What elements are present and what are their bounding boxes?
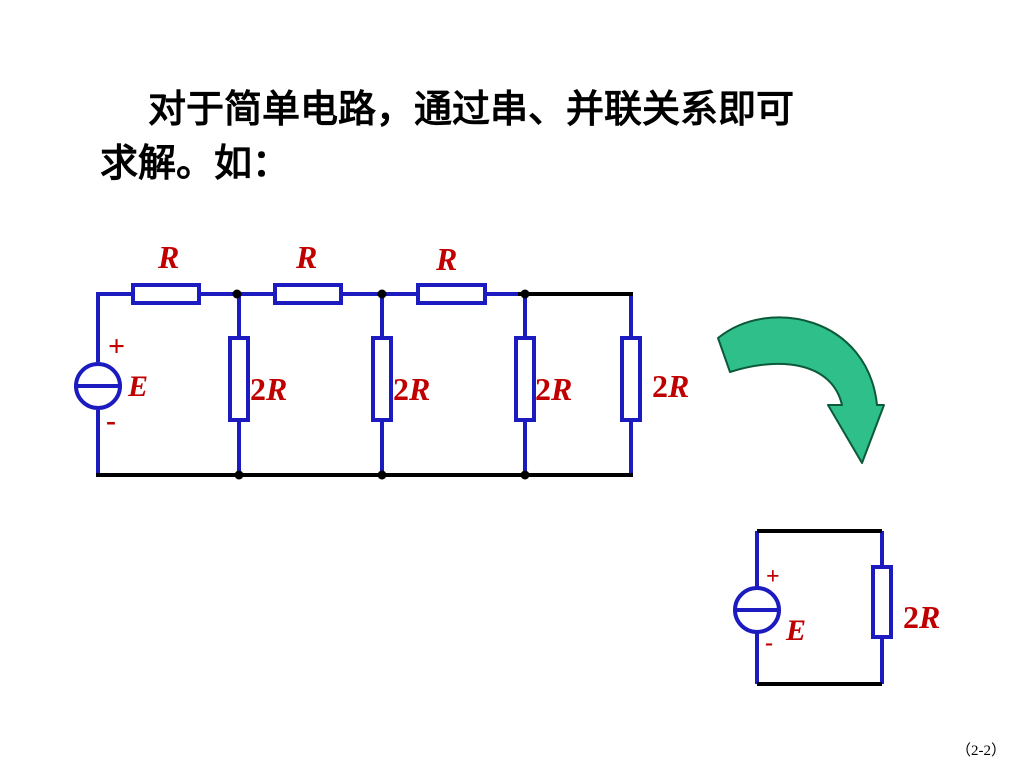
equiv-e-label: E [785, 614, 806, 647]
junction-dot [520, 289, 530, 299]
series-resistor-label-3: R [435, 241, 457, 277]
series-resistor-2 [273, 283, 343, 305]
equiv-resistor-label: 2R [903, 599, 940, 635]
equiv-plus-label: + [766, 564, 780, 590]
source-e-label: E [127, 370, 148, 403]
shunt-resistor-2 [371, 336, 393, 422]
series-resistor-label-2: R [295, 239, 317, 275]
series-resistor-3 [416, 283, 487, 305]
junction-dot [377, 470, 387, 480]
source-minus-label: - [106, 404, 116, 437]
shunt-label-3: 2R [535, 371, 572, 407]
junction-dot [232, 289, 242, 299]
text-line-2: 求解。如： [100, 141, 291, 185]
shunt-label-4: 2R [652, 368, 689, 404]
main-circuit: R R R 2R 2R 2R 2R + E - [74, 239, 689, 480]
slide-text: 对于简单电路，通过串、并联关系即可 求解。如： [100, 82, 940, 190]
shunt-label-2: 2R [393, 371, 430, 407]
top-wire [96, 292, 633, 477]
equiv-resistor [871, 565, 893, 639]
page-number: （2-2） [956, 743, 1006, 759]
shunt-resistor-3 [514, 336, 536, 422]
junction-dot [377, 289, 387, 299]
shunt-resistor-1 [228, 336, 250, 422]
curved-arrow-icon [717, 316, 885, 464]
source-plus-label: + [108, 330, 125, 363]
shunt-resistor-4 [620, 336, 642, 422]
equivalent-circuit: + - E 2R [733, 529, 940, 686]
series-resistor-label-1: R [157, 239, 179, 275]
text-line-1: 对于简单电路，通过串、并联关系即可 [148, 87, 795, 131]
junction-dots [232, 289, 530, 480]
equiv-minus-label: - [765, 630, 773, 656]
shunt-label-1: 2R [250, 371, 287, 407]
junction-dot [234, 470, 244, 480]
series-resistor-1 [131, 283, 201, 305]
junction-dot [520, 470, 530, 480]
